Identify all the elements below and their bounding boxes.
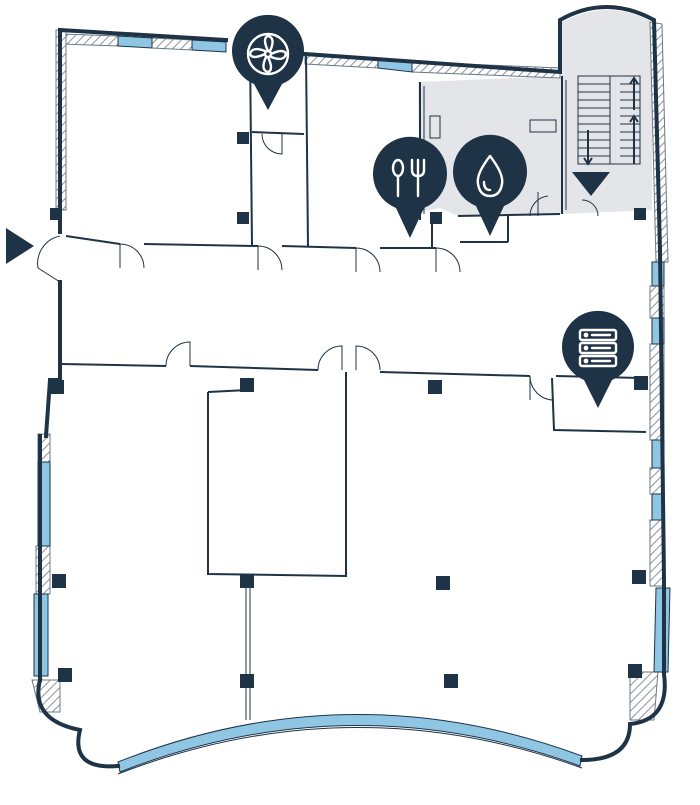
map-pin-ventilation[interactable] — [232, 14, 305, 111]
triangle-down-icon — [572, 172, 610, 196]
map-pin-kitchen[interactable] — [373, 136, 447, 238]
exterior-walls — [36, 5, 667, 775]
water-drop-icon — [476, 154, 504, 198]
map-pin-water[interactable] — [453, 134, 528, 236]
fork-spoon-icon — [391, 158, 426, 198]
stair-area — [562, 10, 652, 214]
stair-treads — [577, 75, 641, 166]
fan-icon — [246, 32, 290, 76]
map-pin-server[interactable] — [562, 310, 634, 408]
structural-columns — [50, 132, 648, 688]
server-icon — [578, 328, 618, 368]
triangle-right-icon — [6, 228, 34, 264]
doors — [37, 115, 599, 401]
